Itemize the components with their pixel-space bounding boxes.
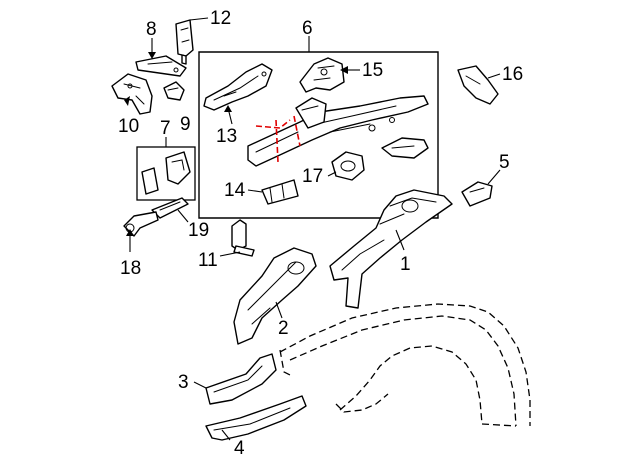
callout-16: 16 [502, 64, 523, 85]
part-15 [299, 57, 345, 93]
callout-15: 15 [362, 60, 383, 81]
part-14 [261, 179, 299, 205]
callout-17: 17 [302, 166, 323, 187]
callout-3: 3 [178, 372, 189, 393]
part-1 [329, 189, 453, 309]
callout-5: 5 [499, 152, 510, 173]
group-box-6 [198, 51, 439, 219]
leader-19 [177, 209, 189, 223]
arrow-13 [224, 105, 232, 112]
part-12 [175, 19, 194, 65]
callout-12: 12 [210, 8, 231, 29]
callout-7: 7 [160, 118, 171, 139]
leader-4 [221, 429, 231, 441]
callout-1: 1 [400, 254, 411, 275]
leader-5 [487, 169, 501, 185]
cut-line-b [275, 119, 279, 163]
part-4 [205, 395, 307, 441]
callout-10: 10 [118, 116, 139, 137]
leader-12 [189, 17, 209, 21]
callout-6: 6 [302, 18, 313, 39]
arrow-10 [124, 96, 130, 106]
callout-9: 9 [180, 114, 191, 135]
part-16 [457, 65, 499, 105]
part-6-bracket [381, 137, 429, 159]
part-9 [163, 81, 185, 101]
arrow-18 [126, 229, 134, 236]
leader-2 [275, 301, 283, 319]
part-13 [203, 63, 273, 111]
leader-3 [193, 381, 207, 389]
part-11 [231, 219, 255, 257]
callout-2: 2 [278, 318, 289, 339]
callout-11: 11 [198, 250, 218, 271]
fender-outline [279, 303, 531, 427]
part-17 [331, 151, 365, 181]
part-10 [111, 73, 153, 115]
leader-14 [247, 189, 263, 193]
callout-14: 14 [224, 180, 246, 201]
leader-17 [327, 171, 337, 177]
callout-4: 4 [234, 438, 245, 459]
callout-13: 13 [216, 126, 237, 147]
callout-19: 19 [188, 220, 209, 241]
arrow-15 [340, 66, 348, 74]
part-6-rail [247, 95, 429, 167]
leader-11 [219, 251, 241, 257]
leader-1 [395, 229, 405, 251]
callout-8: 8 [146, 19, 157, 40]
part-7 [141, 151, 191, 195]
part-3 [205, 353, 277, 405]
part-8 [135, 55, 187, 77]
leader-16 [487, 73, 501, 79]
cut-line-c [293, 115, 301, 147]
cut-line-a [255, 119, 291, 129]
part-5 [461, 181, 493, 207]
callout-18: 18 [120, 258, 141, 279]
part-2 [233, 247, 317, 345]
arrow-8 [148, 52, 156, 59]
